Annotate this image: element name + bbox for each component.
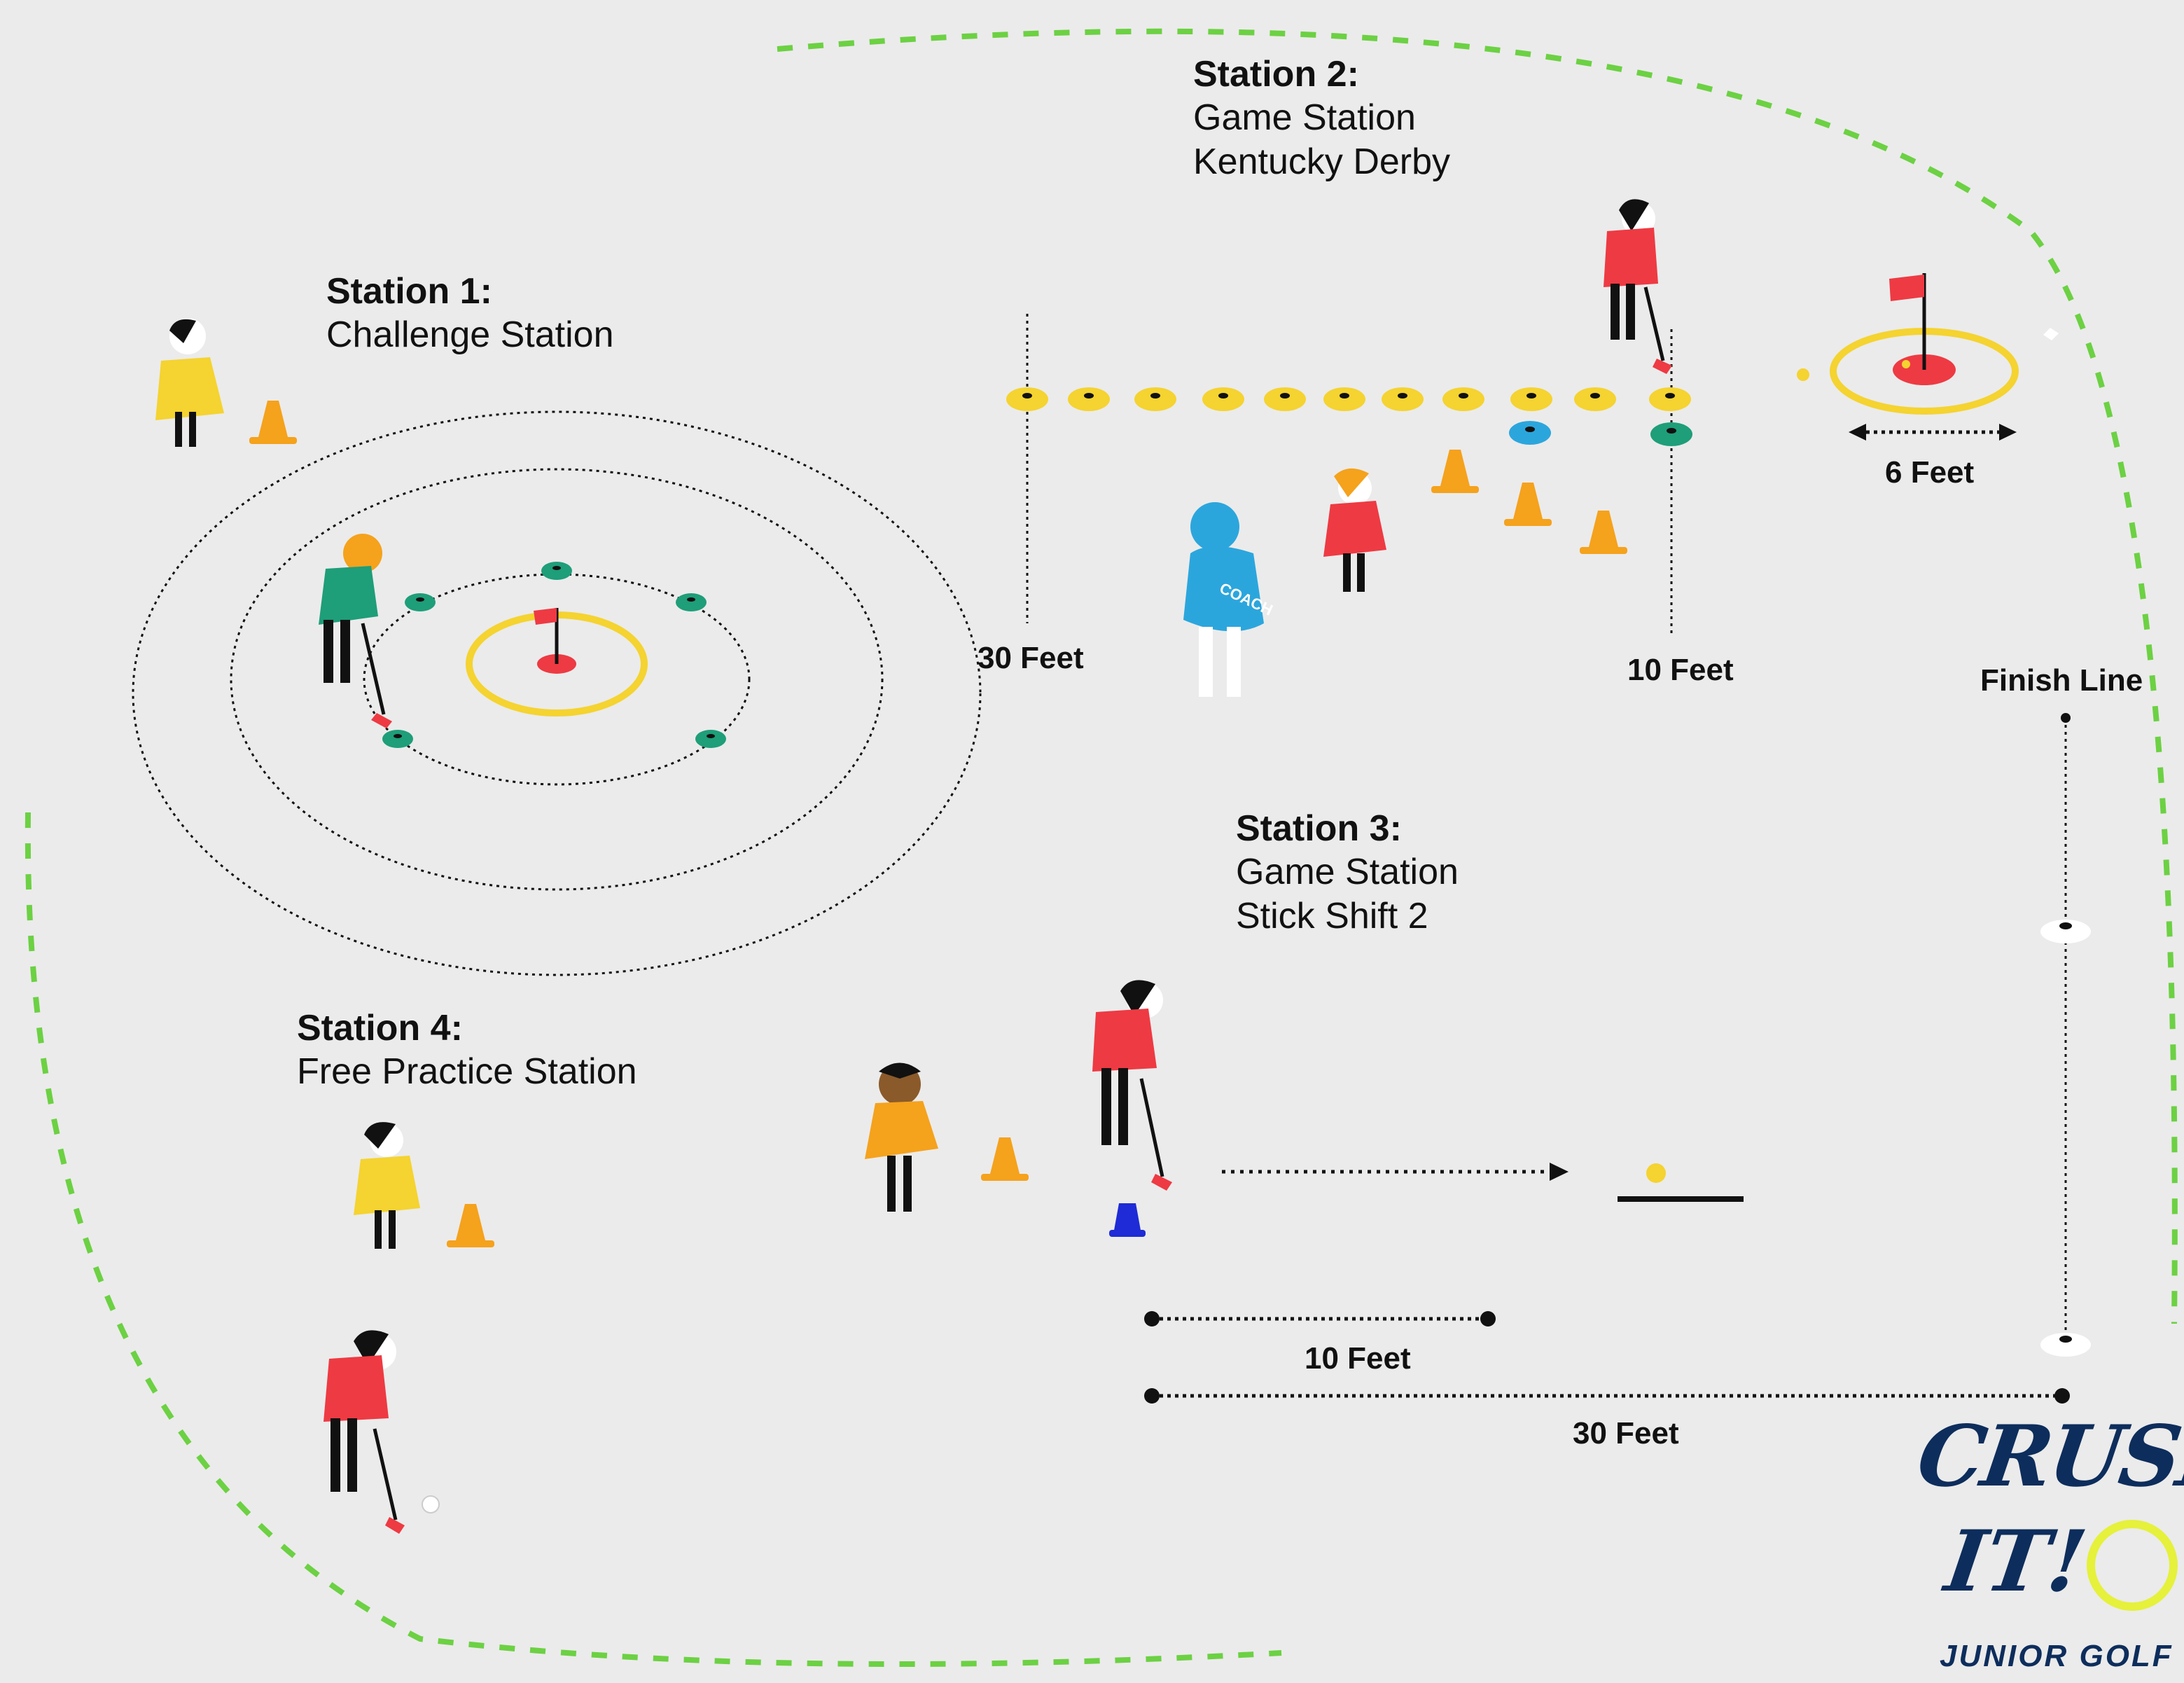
station2-description-2: Kentucky Derby — [1193, 141, 1451, 182]
station3-layout — [981, 1137, 2070, 1404]
kid-red-station4-putter — [324, 1330, 405, 1534]
station4-label: Station 4: Free Practice Station — [297, 1006, 637, 1094]
kid-red-station3-putter — [1092, 980, 1172, 1191]
boundary-arc-top — [777, 28, 2178, 1324]
station4-heading: Station 4: — [297, 1008, 463, 1048]
kid-orange-station3 — [865, 1062, 938, 1212]
station1-description: Challenge Station — [326, 314, 614, 356]
golf-ball-ring-icon — [2087, 1520, 2178, 1611]
coach: COACH — [1183, 502, 1276, 697]
kid-red-station2 — [1323, 468, 1386, 592]
kid-yellow-station1 — [155, 318, 224, 447]
station2-layout — [1006, 273, 2059, 637]
logo-tagline: JUNIOR GOLF — [1940, 1639, 2173, 1673]
kid-red-station2-putter — [1604, 199, 1672, 374]
boundary-arc-bottom — [25, 812, 1282, 1667]
station2-label: Station 2: Game Station Kentucky Derby — [1193, 53, 1450, 183]
station3-heading: Station 3: — [1236, 808, 1402, 849]
distance-10ft-station2: 10 Feet — [1627, 653, 1734, 687]
logo-crush: CRUSH — [1912, 1407, 2184, 1506]
distance-30ft-station2: 30 Feet — [978, 641, 1084, 675]
distance-30ft-station3: 30 Feet — [1573, 1416, 1679, 1450]
distance-10ft-station3: 10 Feet — [1305, 1341, 1411, 1376]
station3-label: Station 3: Game Station Stick Shift 2 — [1236, 807, 1459, 938]
crush-it-logo: CRUSH IT! JUNIOR GOLF — [1912, 1407, 2184, 1683]
station2-heading: Station 2: — [1193, 54, 1359, 95]
station1-label: Station 1: Challenge Station — [326, 270, 614, 357]
logo-it: IT! — [1940, 1512, 2093, 1611]
station1-target — [132, 410, 982, 976]
finish-line-label: Finish Line — [1980, 663, 2143, 698]
kid-green-putting — [319, 534, 392, 728]
station3-description-1: Game Station — [1236, 852, 1459, 893]
kid-yellow-station4 — [354, 1122, 420, 1249]
station1-heading: Station 1: — [326, 271, 492, 312]
distance-6ft-station2: 6 Feet — [1885, 455, 1975, 490]
station4-description: Free Practice Station — [297, 1051, 637, 1093]
finish-line — [2040, 713, 2091, 1357]
station2-description-1: Game Station — [1193, 97, 1416, 139]
station3-description-2: Stick Shift 2 — [1236, 895, 1428, 936]
